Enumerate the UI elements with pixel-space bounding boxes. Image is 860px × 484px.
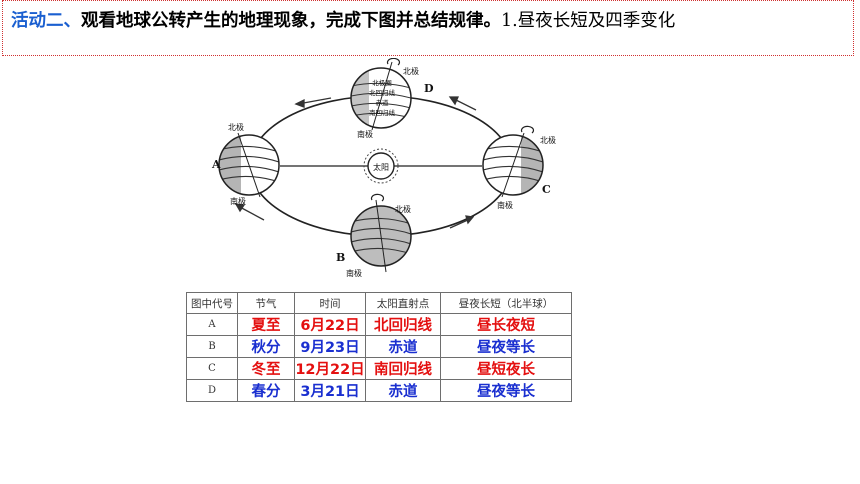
table-row: C 冬至 12月22日 南回归线 昼短夜长	[186, 357, 572, 380]
earth-c-letter: C	[542, 183, 551, 196]
earth-b-north-label: 北极	[395, 204, 411, 214]
row-code: B	[186, 335, 238, 358]
header-code: 图中代号	[186, 292, 238, 314]
earth-a-south-label: 南极	[230, 196, 246, 206]
sun: 太阳	[363, 148, 399, 184]
earth-d: 北极 南极 D 北极圈 北回归线 赤道 南回归线	[350, 58, 434, 139]
row-daynight: 昼夜等长	[440, 335, 572, 358]
row-term: 夏至	[237, 313, 295, 336]
row-date: 12月22日	[294, 357, 366, 380]
row-date: 9月23日	[294, 335, 366, 358]
earth-b-south-label: 南极	[346, 268, 362, 278]
activity-heading: 活动二、观看地球公转产生的地理现象，完成下图并总结规律。1.昼夜长短及四季变化	[11, 10, 675, 32]
row-date: 3月21日	[294, 379, 366, 402]
orbit-arrows	[234, 96, 477, 229]
row-code: A	[186, 313, 238, 336]
table-row: A 夏至 6月22日 北回归线 昼长夜短	[186, 313, 572, 336]
sun-label: 太阳	[373, 162, 389, 172]
header-daynight: 昼夜长短（北半球）	[440, 292, 572, 314]
season-table: 图中代号 节气 时间 太阳直射点 昼夜长短（北半球） A 夏至 6月22日 北回…	[186, 292, 572, 402]
table-row: B 秋分 9月23日 赤道 昼夜等长	[186, 335, 572, 358]
header-term: 节气	[237, 292, 295, 314]
row-term: 秋分	[237, 335, 295, 358]
header-point: 太阳直射点	[365, 292, 441, 314]
earth-d-north-label: 北极	[403, 66, 419, 76]
earth-a: 北极 南极 A	[211, 122, 280, 206]
earth-a-letter: A	[211, 158, 221, 171]
row-term: 冬至	[237, 357, 295, 380]
row-point: 北回归线	[365, 313, 441, 336]
heading-prefix: 活动二、	[11, 11, 81, 31]
earth-orbit-diagram: 太阳 北极 南极 A 北极 南极 B	[211, 58, 556, 278]
row-point: 南回归线	[365, 357, 441, 380]
latitude-label-equator: 赤道	[376, 98, 390, 107]
earth-b: 北极 南极 B	[336, 193, 412, 278]
heading-main: 观看地球公转产生的地理现象，完成下图并总结规律。	[81, 11, 501, 31]
activity-heading-box: 活动二、观看地球公转产生的地理现象，完成下图并总结规律。1.昼夜长短及四季变化	[2, 0, 854, 56]
row-code: C	[186, 357, 238, 380]
earth-b-letter: B	[336, 251, 345, 264]
latitude-label-arctic: 北极圈	[372, 78, 392, 87]
row-daynight: 昼短夜长	[440, 357, 572, 380]
earth-a-north-label: 北极	[228, 122, 244, 132]
earth-d-letter: D	[424, 82, 434, 95]
header-date: 时间	[294, 292, 366, 314]
table-row: D 春分 3月21日 赤道 昼夜等长	[186, 379, 572, 402]
row-point: 赤道	[365, 335, 441, 358]
latitude-label-tropic-cancer: 北回归线	[369, 88, 396, 97]
table-header-row: 图中代号 节气 时间 太阳直射点 昼夜长短（北半球）	[186, 292, 572, 314]
row-date: 6月22日	[294, 313, 366, 336]
latitude-label-tropic-capricorn: 南回归线	[369, 108, 396, 117]
earth-d-south-label: 南极	[357, 129, 373, 139]
row-daynight: 昼长夜短	[440, 313, 572, 336]
earth-c: 北极 南极 C	[482, 125, 556, 210]
row-daynight: 昼夜等长	[440, 379, 572, 402]
row-term: 春分	[237, 379, 295, 402]
heading-subtitle: 1.昼夜长短及四季变化	[501, 11, 676, 31]
earth-c-north-label: 北极	[540, 135, 556, 145]
earth-c-south-label: 南极	[497, 200, 513, 210]
row-code: D	[186, 379, 238, 402]
row-point: 赤道	[365, 379, 441, 402]
